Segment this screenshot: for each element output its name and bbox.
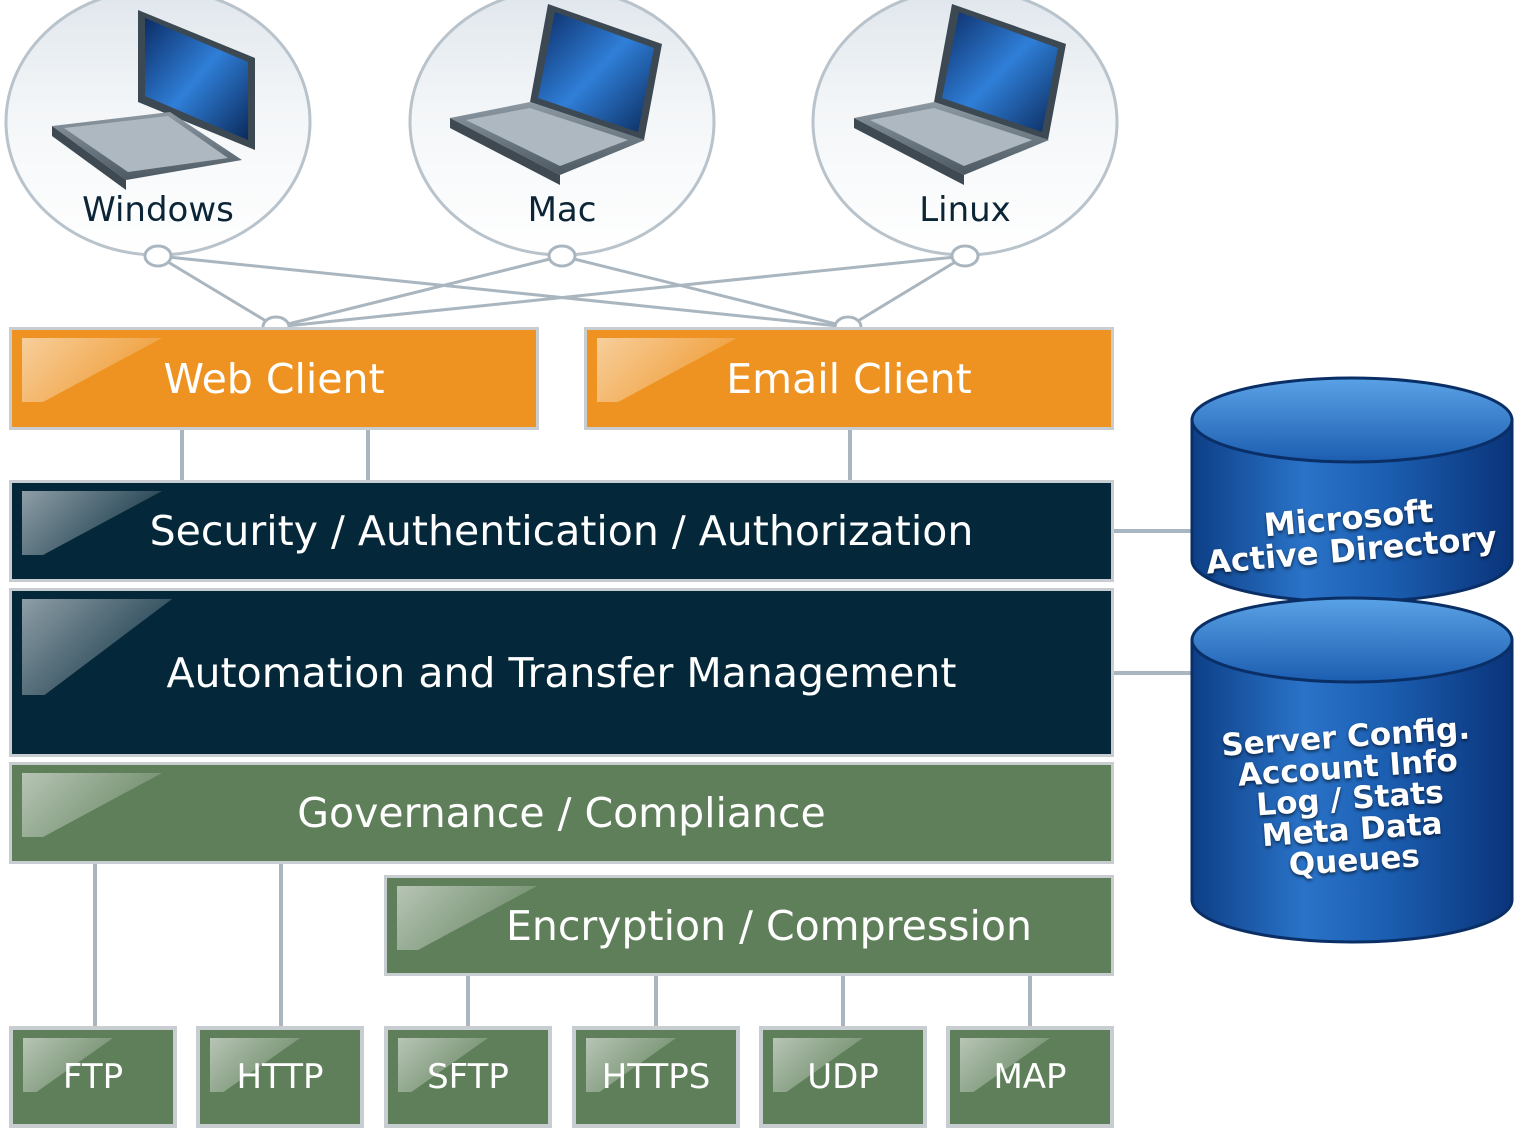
connector-nodes xyxy=(143,244,980,339)
desktop-computer-icon xyxy=(52,10,255,190)
protocol-http: HTTP xyxy=(196,1026,364,1128)
protocol-label: HTTPS xyxy=(601,1057,711,1097)
laptop-icon xyxy=(450,4,662,185)
server-database-icon xyxy=(1190,596,1514,944)
security-layer: Security / Authentication / Authorizatio… xyxy=(9,480,1114,582)
client-label-linux: Linux xyxy=(919,190,1011,230)
laptop-icon xyxy=(854,4,1066,185)
web-client-box: Web Client xyxy=(9,327,539,430)
protocol-sftp: SFTP xyxy=(384,1026,552,1128)
protocol-label: HTTP xyxy=(236,1057,324,1097)
protocol-label: SFTP xyxy=(427,1057,509,1097)
protocol-label: MAP xyxy=(993,1057,1067,1097)
layer-connectors xyxy=(93,430,1192,1027)
security-layer-label: Security / Authentication / Authorizatio… xyxy=(149,507,974,555)
protocol-map: MAP xyxy=(946,1026,1114,1128)
protocol-udp: UDP xyxy=(759,1026,927,1128)
governance-layer: Governance / Compliance xyxy=(9,762,1114,864)
encryption-layer: Encryption / Compression xyxy=(384,875,1114,976)
governance-layer-label: Governance / Compliance xyxy=(297,789,826,837)
email-client-box: Email Client xyxy=(584,327,1114,430)
protocol-label: FTP xyxy=(62,1057,124,1097)
email-client-label: Email Client xyxy=(726,354,972,403)
active-directory-database-icon xyxy=(1190,376,1514,604)
client-connectors xyxy=(157,254,966,329)
web-client-label: Web Client xyxy=(163,354,385,403)
client-label-windows: Windows xyxy=(82,190,234,230)
server-database-label: Server Config. Account Info Log / Stats … xyxy=(1200,711,1500,887)
protocol-label: UDP xyxy=(807,1057,879,1097)
encryption-layer-label: Encryption / Compression xyxy=(505,901,1033,950)
automation-layer: Automation and Transfer Management xyxy=(9,588,1114,757)
protocol-https: HTTPS xyxy=(572,1026,740,1128)
protocol-ftp: FTP xyxy=(9,1026,177,1128)
automation-layer-label: Automation and Transfer Management xyxy=(166,648,957,697)
client-label-mac: Mac xyxy=(527,190,597,230)
